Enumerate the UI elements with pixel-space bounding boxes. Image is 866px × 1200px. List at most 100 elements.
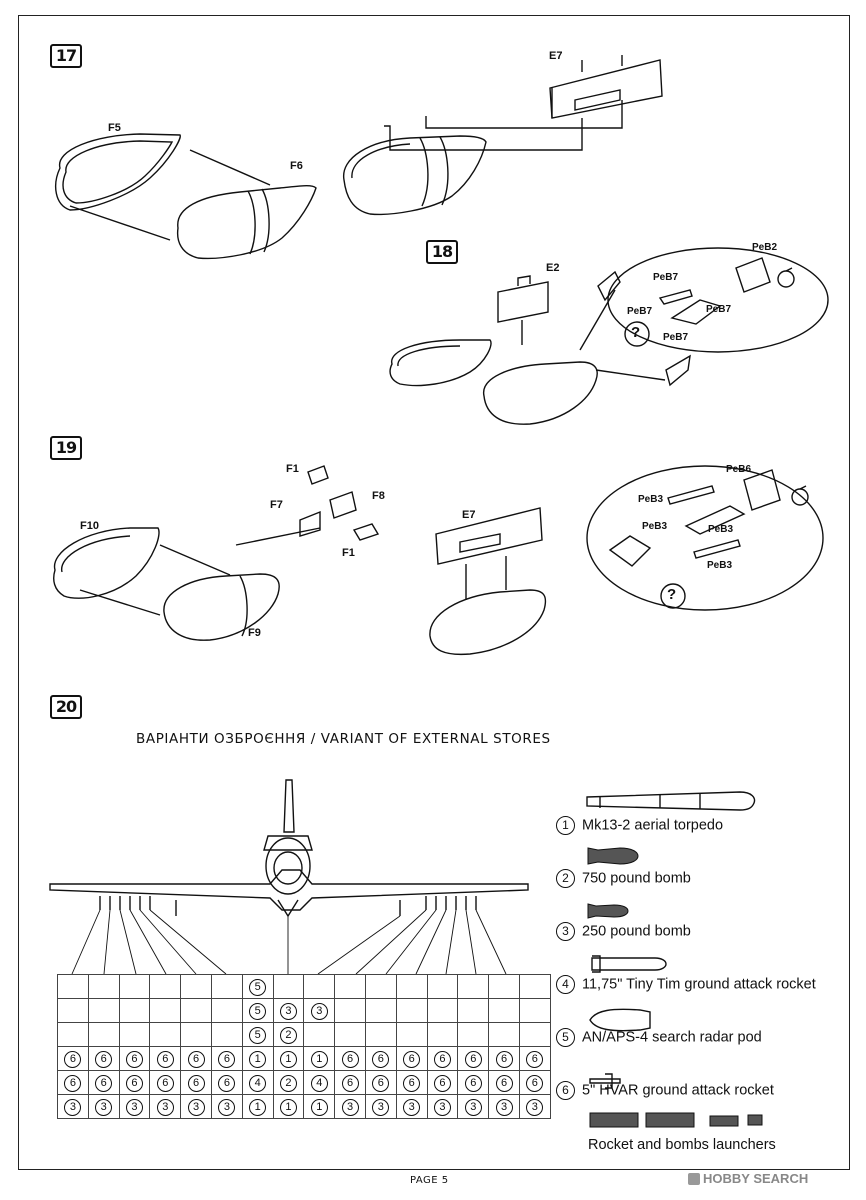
- label-e7-b: E7: [462, 509, 476, 521]
- store-number: 6: [526, 1051, 544, 1068]
- grid-cell: 6: [149, 1046, 182, 1071]
- grid-cell: 6: [395, 1070, 428, 1095]
- store-number: 3: [218, 1099, 236, 1116]
- store-number: 1: [310, 1051, 328, 1068]
- grid-cell: [57, 1022, 89, 1047]
- grid-cell: 1: [241, 1046, 274, 1071]
- label-e7-a: E7: [549, 50, 563, 62]
- legend-number: 3: [556, 922, 575, 941]
- grid-cell: [426, 998, 459, 1023]
- store-number: 6: [156, 1075, 174, 1092]
- legend-text: Mk13-2 aerial torpedo: [582, 817, 724, 834]
- grid-cell: [303, 974, 336, 999]
- store-number: 1: [279, 1051, 297, 1068]
- part-f7-drawing: [299, 510, 321, 537]
- grid-cell: [364, 998, 397, 1023]
- grid-cell: [334, 1022, 366, 1047]
- label-peb7-c: PeB7: [706, 304, 732, 315]
- store-number: 5: [249, 1027, 267, 1044]
- grid-cell: [518, 974, 551, 999]
- store-number: 6: [218, 1051, 236, 1068]
- legend-number: 6: [556, 1081, 575, 1100]
- page-number: PAGE 5: [410, 1175, 449, 1186]
- grid-cell: 6: [210, 1070, 243, 1095]
- grid-cell: [57, 974, 89, 999]
- grid-cell: 3: [272, 998, 305, 1023]
- watermark-text: HOBBY SEARCH: [703, 1171, 809, 1186]
- legend-rocket-drawing: [591, 955, 667, 973]
- label-peb2: PeB2: [752, 242, 778, 253]
- question-mark-18: ?: [631, 324, 641, 341]
- grid-cell: 1: [241, 1094, 274, 1119]
- fairing-f10-drawing: [53, 527, 160, 599]
- legend-750-bomb-drawing: [587, 847, 639, 865]
- store-number: 6: [372, 1051, 390, 1068]
- step-17-badge: 17: [50, 44, 82, 68]
- label-peb3-b: PeB3: [642, 521, 668, 532]
- grid-cell: 3: [395, 1094, 428, 1119]
- grid-cell: 3: [364, 1094, 397, 1119]
- legend-text: 250 pound bomb: [582, 923, 691, 940]
- launcher-3-drawing: [709, 1115, 739, 1127]
- grid-row: 5: [57, 974, 551, 999]
- grid-cell: [149, 998, 182, 1023]
- store-number: 3: [187, 1099, 205, 1116]
- store-number: 6: [464, 1051, 482, 1068]
- grid-cell: 6: [518, 1046, 551, 1071]
- store-number: 3: [403, 1099, 421, 1116]
- grid-cell: [118, 1022, 151, 1047]
- grid-cell: [149, 1022, 182, 1047]
- store-number: 3: [526, 1099, 544, 1116]
- tank-f9-drawing: [163, 573, 280, 641]
- store-number: 3: [279, 1003, 297, 1020]
- grid-cell: [426, 974, 459, 999]
- pylon-e2-drawing: [497, 275, 549, 323]
- store-number: 3: [464, 1099, 482, 1116]
- legend-text: 11,75" Tiny Tim ground attack rocket: [582, 976, 816, 993]
- store-number: 6: [464, 1075, 482, 1092]
- question-mark-19: ?: [667, 586, 677, 603]
- grid-cell: 3: [488, 1094, 520, 1119]
- store-number: 6: [495, 1075, 513, 1092]
- grid-cell: [364, 974, 397, 999]
- tank-assembled-drawing: [343, 135, 487, 216]
- grid-cell: 2: [272, 1070, 305, 1095]
- label-peb3-c: PeB3: [708, 524, 734, 535]
- grid-cell: 6: [210, 1046, 243, 1071]
- label-peb3-d: PeB3: [707, 560, 733, 571]
- grid-cell: [457, 974, 490, 999]
- store-number: 6: [433, 1075, 451, 1092]
- station-leader-lines: [71, 909, 507, 975]
- store-number: 6: [95, 1051, 113, 1068]
- store-number: 6: [526, 1075, 544, 1092]
- grid-cell: [395, 974, 428, 999]
- grid-cell: 3: [87, 1094, 120, 1119]
- grid-cell: [118, 974, 151, 999]
- grid-cell: [488, 974, 520, 999]
- label-f6: F6: [290, 160, 303, 172]
- grid-cell: 6: [118, 1070, 151, 1095]
- launcher-2-drawing: [645, 1112, 695, 1128]
- grid-cell: [149, 974, 182, 999]
- legend-text: AN/APS-4 search radar pod: [582, 1029, 762, 1046]
- label-f5: F5: [108, 122, 121, 134]
- pylon-e7-19-drawing: [435, 507, 543, 565]
- grid-cell: 1: [303, 1046, 336, 1071]
- grid-cell: [457, 998, 490, 1023]
- grid-cell: 4: [241, 1070, 274, 1095]
- grid-cell: 6: [364, 1046, 397, 1071]
- grid-cell: 6: [364, 1070, 397, 1095]
- store-number: 4: [310, 1075, 328, 1092]
- store-number: 6: [495, 1051, 513, 1068]
- grid-cell: [426, 1022, 459, 1047]
- grid-cell: 3: [303, 998, 336, 1023]
- grid-cell: [395, 998, 428, 1023]
- legend-number: 2: [556, 869, 575, 888]
- grid-cell: [488, 998, 520, 1023]
- grid-cell: [334, 998, 366, 1023]
- legend-torpedo-drawing: [586, 791, 756, 811]
- label-peb7-d: PeB7: [663, 332, 689, 343]
- grid-cell: 6: [488, 1046, 520, 1071]
